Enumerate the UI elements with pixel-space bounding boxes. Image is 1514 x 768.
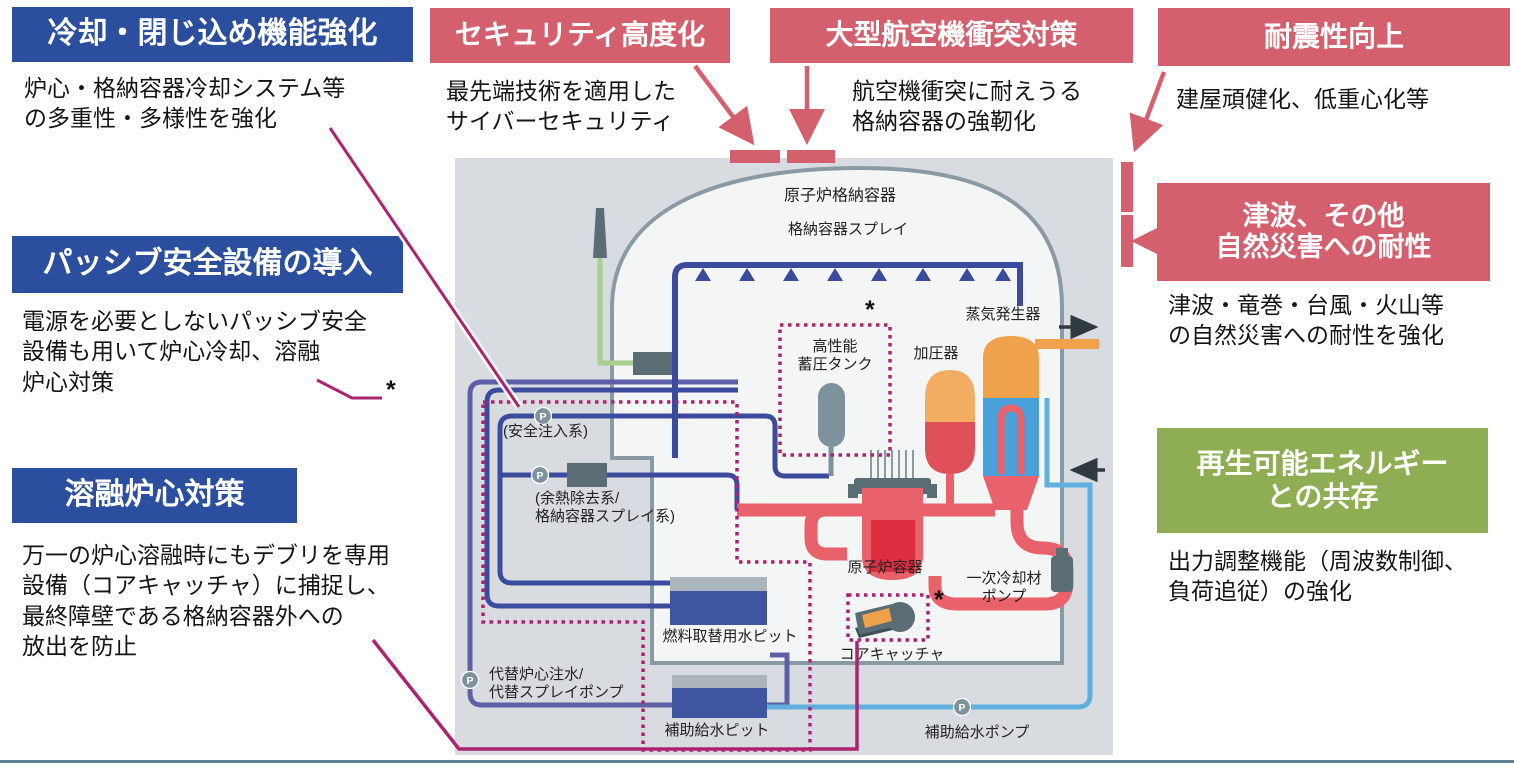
callout-renewable-body: 出力調整機能（周波数制御、 負荷追従）の強化 xyxy=(1168,548,1467,605)
pump-symbol-aux-feedwater: P xyxy=(952,697,972,717)
label-reactor-vessel: 原子炉容器 xyxy=(847,559,923,576)
core-catcher-asterisk: * xyxy=(934,586,944,614)
label-primary-pump: 一次冷却材 ポンプ xyxy=(966,570,1042,605)
callout-core-melt-title: 溶融炉心対策 xyxy=(12,468,297,523)
callout-security-body: 最先端技術を適用した サイバーセキュリティ xyxy=(446,78,676,135)
label-core-catcher: コアキャッチャ xyxy=(839,646,945,663)
pump-symbol-alt-injection: P xyxy=(460,670,480,690)
callout-seismic-title: 耐震性向上 xyxy=(1158,8,1510,66)
vent-component xyxy=(633,352,678,375)
callout-cooling-title: 冷却・閉じ込め機能強化 xyxy=(12,7,413,62)
spray-nozzles xyxy=(695,268,1011,281)
svg-text:P: P xyxy=(539,411,546,423)
label-steam-generator: 蒸気発生器 xyxy=(965,306,1041,323)
steam-generator-vessel xyxy=(983,336,1099,510)
primary-pump-flange xyxy=(1056,548,1068,556)
fuel-pit-tank xyxy=(670,577,767,625)
seismic-arrow xyxy=(1129,71,1167,153)
reactor-vessel-graphic xyxy=(848,450,937,580)
rhr-heat-exchanger xyxy=(567,463,607,487)
crossover-leg-left xyxy=(804,503,862,561)
core-catcher-dotted-box xyxy=(846,593,930,642)
callout-passive-body: 電源を必要としないパッシブ安全 設備も用いて炉心冷却、溶融 炉心対策 xyxy=(22,308,367,395)
callout-seismic-body: 建屋頑健化、低重心化等 xyxy=(1176,86,1429,112)
callout-security-title: セキュリティ高度化 xyxy=(430,8,730,63)
vent-stack xyxy=(593,208,607,258)
svg-text:P: P xyxy=(466,675,473,687)
label-containment: 原子炉格納容器 xyxy=(783,187,897,205)
label-fuel-pit: 燃料取替用水ピット xyxy=(662,628,798,645)
label-pressurizer: 加圧器 xyxy=(913,345,959,362)
reinforcement-bar-right-2 xyxy=(1121,215,1133,267)
aux-feedwater-pipe xyxy=(767,398,1093,710)
reactor-diagram-panel: P P P P 原子炉格納容器 格納容器スプレイ 高性能 蓄圧タンク * 加圧器… xyxy=(455,158,1113,755)
safety-pipe-inner xyxy=(497,413,829,586)
pump-symbol-rhr: P xyxy=(530,465,550,485)
reinforcement-bar-right-1 xyxy=(1121,162,1133,212)
core-catcher-icon xyxy=(855,602,915,638)
callout-passive-title: パッシブ安全設備の導入 xyxy=(12,236,403,293)
svg-text:P: P xyxy=(536,470,543,482)
callout-tsunami-body: 津波・竜巻・台風・火山等 の自然災害への耐性を強化 xyxy=(1168,292,1444,349)
svg-text:P: P xyxy=(958,702,965,714)
vent-pipe xyxy=(597,258,633,366)
label-rhr: (余熱除去系/ 格納容器スプレイ系) xyxy=(535,490,675,525)
callout-tsunami-title: 津波、その他 自然災害への耐性 xyxy=(1157,183,1490,281)
callout-aircraft-body: 航空機衝突に耐えうる 格納容器の強靭化 xyxy=(852,78,1082,135)
callout-renewable-title: 再生可能エネルギー との共存 xyxy=(1157,428,1488,533)
primary-pump-body xyxy=(1051,556,1073,592)
aux-pit-tank xyxy=(672,675,767,718)
callout-core-melt-body: 万一の炉心溶融時にもデブリを専用 設備（コアキャッチャ）に捕捉し、 最終障壁であ… xyxy=(22,542,390,660)
pump-symbol-safety-injection: P xyxy=(533,406,553,426)
label-aux-pit: 補助給水ピット xyxy=(664,722,770,739)
pressurizer-vessel xyxy=(925,370,975,510)
callout-cooling-body: 炉心・格納容器冷却システム等 の多重性・多様性を強化 xyxy=(24,75,346,132)
label-acc-tank: 高性能 蓄圧タンク xyxy=(797,338,873,373)
accumulator-tank xyxy=(818,383,845,476)
containment-spray-pipe xyxy=(672,262,1023,458)
acc-tank-asterisk: * xyxy=(865,296,875,324)
label-spray: 格納容器スプレイ xyxy=(787,221,909,238)
label-aux-pump: 補助給水ポンプ xyxy=(924,724,1030,741)
label-alt-injection: 代替炉心注水/ 代替スプレイポンプ xyxy=(489,666,624,701)
label-safety-injection: (安全注入系) xyxy=(503,423,588,440)
passive-asterisk: * xyxy=(386,376,396,404)
callout-aircraft-title: 大型航空機衝突対策 xyxy=(770,8,1133,63)
slide-bottom-rule xyxy=(0,760,1514,763)
